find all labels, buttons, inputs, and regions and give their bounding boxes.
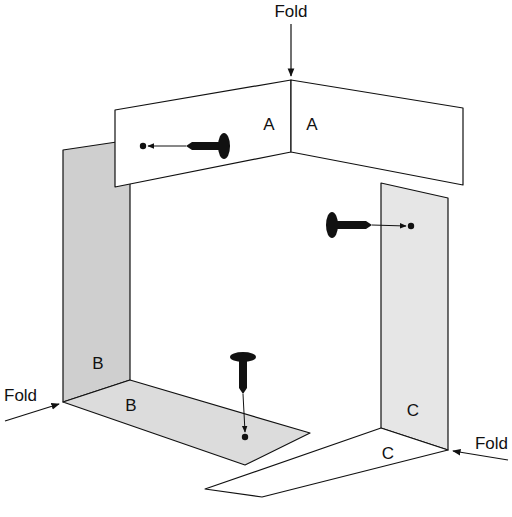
card-c xyxy=(205,183,448,497)
pin-b xyxy=(230,352,256,440)
face-letter: B xyxy=(92,355,103,372)
face-letter: B xyxy=(125,397,136,414)
fold-label: Fold xyxy=(274,3,307,20)
face-letter: C xyxy=(407,402,419,419)
pin-a xyxy=(140,133,230,159)
fold-arrows xyxy=(5,24,508,460)
face-letter: C xyxy=(382,445,394,462)
card-b xyxy=(63,140,310,465)
pin-c xyxy=(326,212,414,238)
card-a xyxy=(115,80,463,187)
face-letter: A xyxy=(306,116,317,133)
fold-label: Fold xyxy=(475,435,508,452)
face-letter: A xyxy=(263,116,274,133)
fold-label: Fold xyxy=(4,387,37,404)
